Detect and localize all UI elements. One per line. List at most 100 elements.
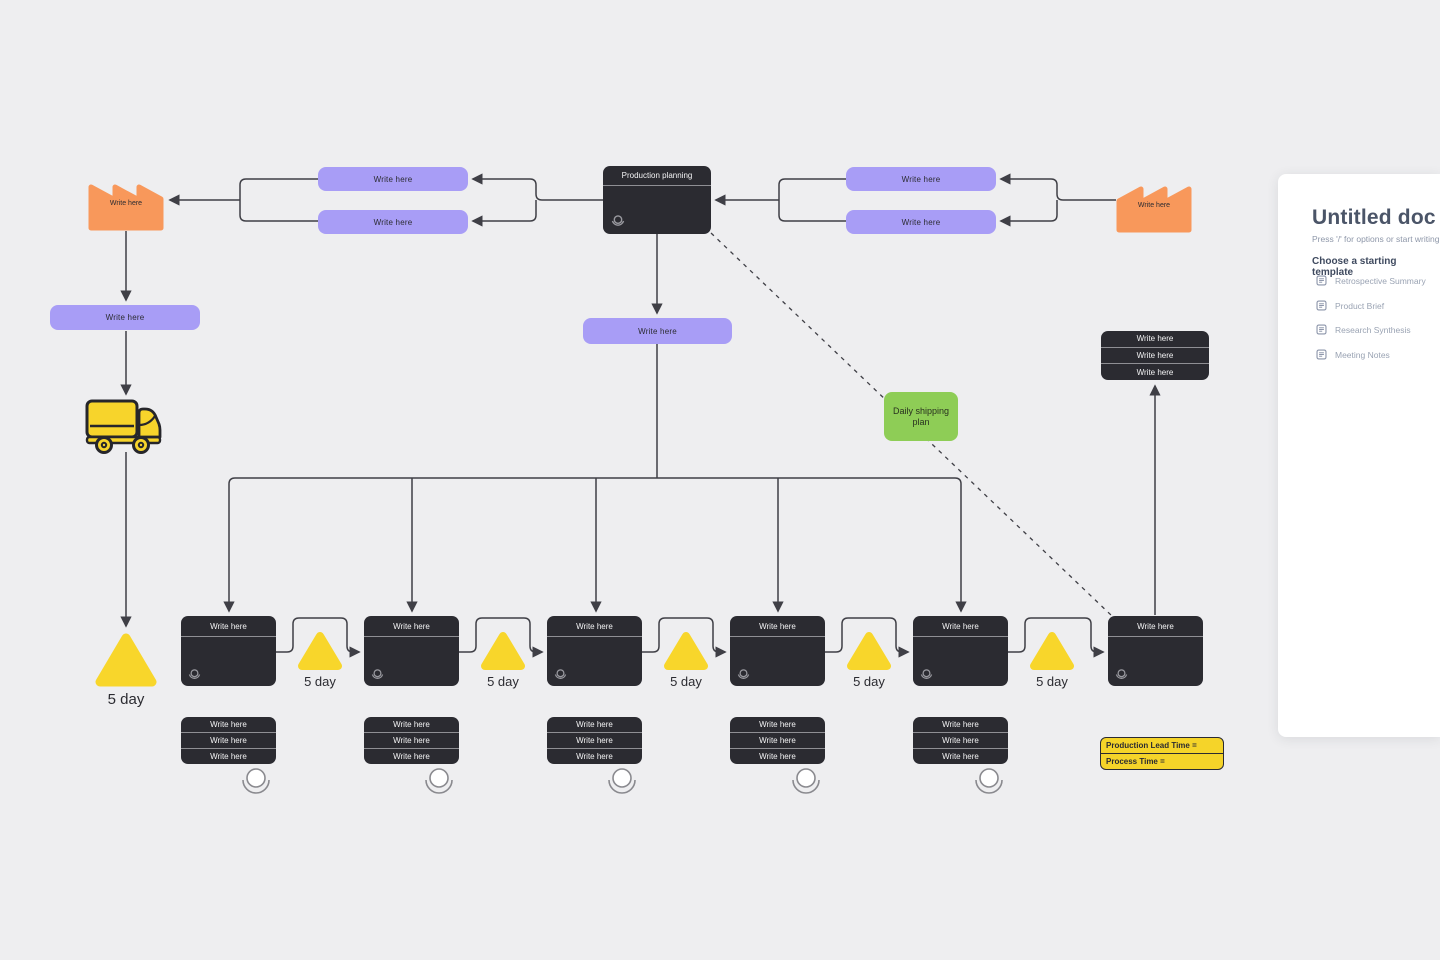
operator-icon xyxy=(425,768,453,794)
process-title: Write here xyxy=(913,616,1008,637)
inventory-triangle[interactable] xyxy=(846,631,892,676)
final-process-box[interactable]: Write here xyxy=(1108,616,1203,686)
triangle-icon xyxy=(1030,632,1074,670)
shipping-stack[interactable]: Write here Write here Write here xyxy=(1101,331,1209,380)
process-title: Write here xyxy=(547,616,642,637)
template-doc-icon xyxy=(1316,349,1327,360)
stack-row: Write here xyxy=(547,732,642,748)
process-data-stack[interactable]: Write here Write here Write here xyxy=(181,717,276,764)
operator-icon xyxy=(920,669,933,679)
info-pill-label: Write here xyxy=(638,326,677,336)
info-pill[interactable]: Write here xyxy=(50,305,200,330)
process-time-row: Process Time = xyxy=(1101,753,1223,769)
info-pill-label: Write here xyxy=(901,174,941,184)
operator-icon xyxy=(608,768,636,794)
inventory-label: 5 day xyxy=(1036,674,1068,689)
factory-left[interactable]: Write here xyxy=(88,174,164,231)
process-data-stack[interactable]: Write here Write here Write here xyxy=(547,717,642,764)
truck-icon xyxy=(85,399,162,454)
process-box[interactable]: Write here xyxy=(364,616,459,686)
triangle-icon xyxy=(298,632,342,670)
template-item-retrospective-summary[interactable]: Retrospective Summary xyxy=(1316,275,1426,286)
operator-icon xyxy=(188,669,201,679)
stack-row: Write here xyxy=(913,732,1008,748)
process-title: Write here xyxy=(181,616,276,637)
info-pill[interactable]: Write here xyxy=(846,167,996,191)
factory-right-label: Write here xyxy=(1137,202,1171,209)
template-doc-icon xyxy=(1316,324,1327,335)
template-doc-icon xyxy=(1316,300,1327,311)
operator-icon xyxy=(975,768,1003,794)
triangle-icon xyxy=(481,632,525,670)
template-item-meeting-notes[interactable]: Meeting Notes xyxy=(1316,349,1390,360)
operator-icon xyxy=(737,669,750,679)
process-title: Write here xyxy=(364,616,459,637)
triangle-icon xyxy=(664,632,708,670)
factory-right[interactable]: Write here xyxy=(1116,176,1192,233)
doc-title: Untitled doc xyxy=(1312,206,1436,229)
info-pill[interactable]: Write here xyxy=(318,167,468,191)
operator-shape[interactable] xyxy=(241,768,271,800)
stack-row: Write here xyxy=(576,720,613,729)
triangle-icon xyxy=(95,633,157,687)
stack-row: Write here xyxy=(181,748,276,764)
lead-time-row: Production Lead Time = xyxy=(1106,741,1197,750)
stack-row: Write here xyxy=(1101,346,1209,364)
inventory-label: 5 day xyxy=(853,674,885,689)
stack-row: Write here xyxy=(730,748,825,764)
process-title: Write here xyxy=(1108,616,1203,637)
inventory-triangle[interactable] xyxy=(480,631,526,676)
production-planning-box[interactable]: Production planning xyxy=(603,166,711,234)
operator-icon xyxy=(611,215,625,226)
info-pill[interactable]: Write here xyxy=(318,210,468,234)
operator-shape[interactable] xyxy=(791,768,821,800)
process-data-stack[interactable]: Write here Write here Write here xyxy=(364,717,459,764)
process-box[interactable]: Write here xyxy=(913,616,1008,686)
inventory-label: 5 day xyxy=(487,674,519,689)
template-item-label: Retrospective Summary xyxy=(1335,275,1426,286)
factory-icon xyxy=(1116,186,1192,233)
operator-icon xyxy=(1115,669,1128,679)
process-box[interactable]: Write here xyxy=(730,616,825,686)
template-item-product-brief[interactable]: Product Brief xyxy=(1316,300,1384,311)
triangle-icon xyxy=(847,632,891,670)
template-doc-icon xyxy=(1316,275,1327,286)
operator-shape[interactable] xyxy=(607,768,637,800)
factory-icon xyxy=(88,184,164,231)
truck-shape[interactable] xyxy=(84,398,166,459)
process-box[interactable]: Write here xyxy=(181,616,276,686)
daily-shipping-label: Daily shipping plan xyxy=(892,405,950,427)
stack-row: Write here xyxy=(364,748,459,764)
template-item-label: Product Brief xyxy=(1335,300,1385,311)
operator-icon xyxy=(371,669,384,679)
stack-row: Write here xyxy=(181,732,276,748)
stack-row: Write here xyxy=(364,732,459,748)
templates-heading: Choose a starting template xyxy=(1312,256,1397,278)
daily-shipping-note[interactable]: Daily shipping plan xyxy=(884,392,958,441)
inventory-triangle[interactable] xyxy=(94,632,158,693)
inventory-triangle[interactable] xyxy=(1029,631,1075,676)
stack-row: Write here xyxy=(942,720,979,729)
stack-row: Write here xyxy=(1101,363,1209,380)
stack-row: Write here xyxy=(759,720,796,729)
operator-shape[interactable] xyxy=(424,768,454,800)
stack-row: Write here xyxy=(547,748,642,764)
stack-row: Write here xyxy=(913,748,1008,764)
process-data-stack[interactable]: Write here Write here Write here xyxy=(730,717,825,764)
inventory-label: 5 day xyxy=(670,674,702,689)
inventory-triangle[interactable] xyxy=(663,631,709,676)
process-data-stack[interactable]: Write here Write here Write here xyxy=(913,717,1008,764)
info-pill[interactable]: Write here xyxy=(583,318,732,344)
info-pill-label: Write here xyxy=(373,174,413,184)
stack-row: Write here xyxy=(730,732,825,748)
process-box[interactable]: Write here xyxy=(547,616,642,686)
info-pill-label: Write here xyxy=(105,313,145,322)
doc-panel[interactable]: Untitled doc Press '/' for options or st… xyxy=(1278,174,1440,737)
doc-hint: Press '/' for options or start writing xyxy=(1312,234,1440,244)
inventory-triangle[interactable] xyxy=(297,631,343,676)
metrics-box[interactable]: Production Lead Time = Process Time = xyxy=(1100,737,1224,770)
info-pill[interactable]: Write here xyxy=(846,210,996,234)
template-item-research-synthesis[interactable]: Research Synthesis xyxy=(1316,324,1411,335)
operator-shape[interactable] xyxy=(974,768,1004,800)
